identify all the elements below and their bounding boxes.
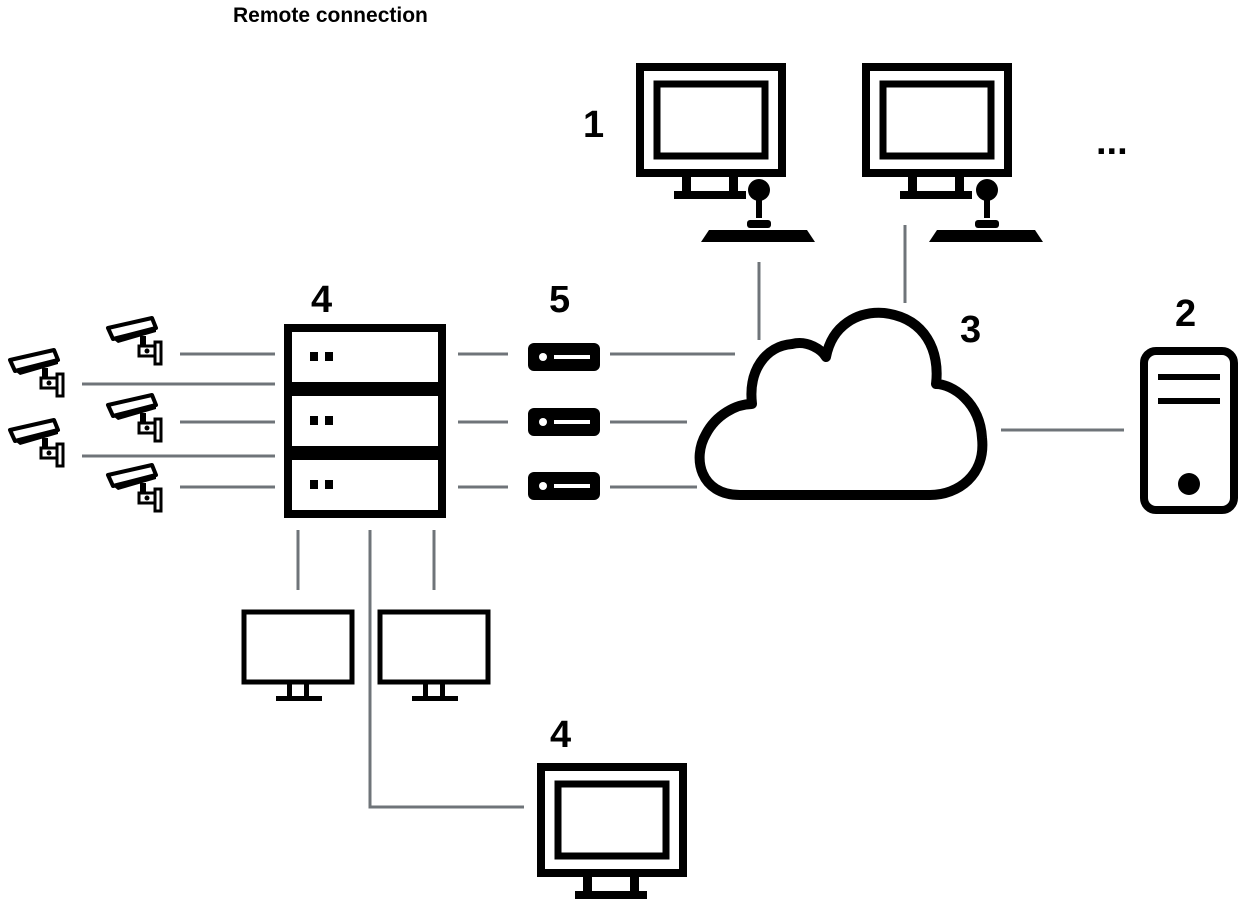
recorder-unit-icon — [288, 392, 442, 450]
label-operator-workstation: 1 — [583, 104, 604, 146]
recorder-unit-icon — [288, 456, 442, 514]
diagram-title: Remote connection — [233, 4, 428, 27]
monitor-icon — [380, 612, 488, 701]
surveillance-camera-icon — [8, 348, 65, 398]
recorder-unit-icon — [288, 328, 442, 386]
workstation-2 — [866, 67, 1043, 242]
workstation-1 — [640, 67, 815, 242]
connection-lines — [82, 225, 1124, 809]
line-recorder-remote-monitor — [368, 530, 524, 809]
surveillance-camera-icon — [106, 393, 163, 443]
network-gateway-icon — [528, 472, 600, 500]
surveillance-camera-icon — [8, 418, 65, 468]
label-local-site-monitor: 4 — [550, 714, 571, 756]
gateway-group — [528, 343, 600, 500]
recorder-stack — [288, 328, 442, 514]
more-indicator: ... — [1096, 121, 1128, 163]
network-gateway-icon — [528, 408, 600, 436]
label-local-site: 4 — [311, 279, 332, 321]
camera-group — [8, 316, 163, 513]
joystick-keyboard-icon — [701, 179, 815, 242]
surveillance-camera-icon — [106, 463, 163, 513]
joystick-keyboard-icon — [929, 179, 1043, 242]
surveillance-camera-icon — [106, 316, 163, 366]
label-gateway: 5 — [549, 279, 570, 321]
monitor-icon — [541, 767, 683, 899]
monitor-icon — [244, 612, 352, 701]
label-network-cloud: 3 — [960, 309, 981, 351]
server-tower-icon — [1140, 347, 1238, 514]
label-management-server: 2 — [1175, 293, 1196, 335]
network-gateway-icon — [528, 343, 600, 371]
cloud-icon — [694, 307, 988, 500]
